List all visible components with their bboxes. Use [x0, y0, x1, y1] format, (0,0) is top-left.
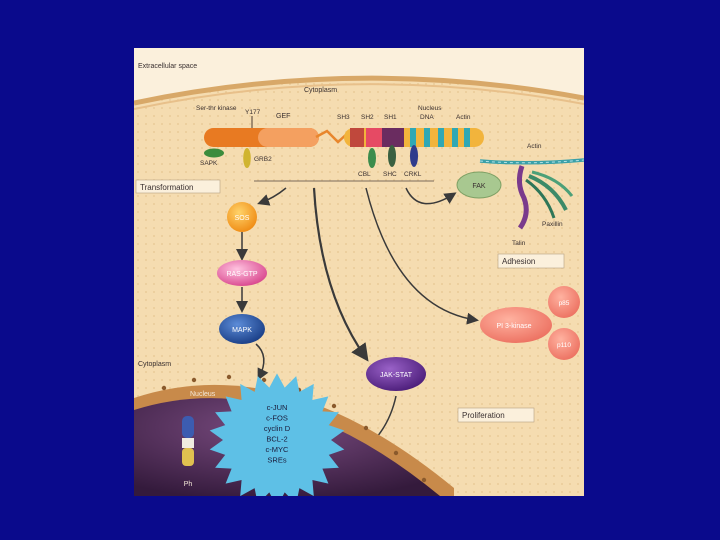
crkl-protein	[410, 145, 418, 167]
nucleus-region-label: Nucleus	[190, 391, 216, 398]
fak-node	[456, 171, 502, 199]
y177-label: Y177	[245, 109, 261, 116]
pi3k-label: PI 3-kinase	[496, 323, 531, 330]
p85-node	[548, 286, 580, 318]
target-gene-label: BCL-2	[266, 435, 287, 444]
adhesion-label: Adhesion	[502, 257, 535, 266]
transformation-label: Transformation	[140, 183, 194, 192]
sh1-label: SH1	[384, 114, 397, 121]
target-genes-starburst	[209, 373, 345, 496]
talin-protein	[516, 165, 529, 230]
ph-chromosome	[182, 416, 194, 466]
gef-label: GEF	[276, 113, 290, 120]
bcr-abl-signaling-figure: Extracellular space Cytoplasm Ser-thr ki…	[134, 48, 584, 496]
paxillin-protein	[525, 170, 574, 219]
cytoplasm-label-top: Cytoplasm	[304, 87, 337, 94]
sos-node	[227, 202, 257, 232]
target-gene-label: SREs	[267, 456, 286, 465]
jak-stat-node	[366, 357, 426, 391]
cbl-label: CBL	[358, 171, 371, 178]
mapk-label: MAPK	[232, 327, 252, 334]
p110-label: p110	[557, 342, 571, 349]
pi3k-complex	[480, 286, 580, 360]
ph-label: Ph	[184, 481, 193, 488]
arrow-to-fak	[405, 187, 457, 205]
sapk-protein	[204, 148, 224, 158]
cbl-protein	[368, 148, 376, 168]
sapk-label: SAPK	[200, 160, 218, 167]
nucleus-domain-label: Nucleus	[418, 105, 442, 112]
grb2-protein	[243, 148, 251, 168]
ser-thr-kinase-label: Ser-thr kinase	[196, 105, 237, 112]
ras-gtp-label: RAS-GTP	[226, 271, 257, 278]
target-gene-label: cyclin D	[264, 424, 291, 433]
sh3-label: SH3	[337, 114, 350, 121]
arrow-mapk-nucleus	[255, 343, 269, 381]
target-gene-label: c-MYC	[266, 445, 289, 454]
crkl-label: CRKL	[404, 171, 422, 178]
mapk-node	[219, 314, 265, 344]
jak-stat-label: JAK-STAT	[380, 372, 413, 379]
arrow-to-pi3k	[365, 187, 479, 325]
target-gene-label: c-JUN	[267, 403, 288, 412]
fak-label: FAK	[472, 183, 486, 190]
extracellular-space-label: Extracellular space	[138, 63, 197, 70]
target-gene-label: c-FOS	[266, 414, 288, 423]
dna-domain-label: DNA	[420, 114, 434, 121]
p110-node	[548, 328, 580, 360]
arrow-to-jak-stat	[312, 187, 369, 362]
bcr-protein	[204, 128, 350, 147]
p85-label: p85	[559, 300, 570, 307]
pi3k-node	[480, 307, 552, 343]
arrow-to-sos	[257, 187, 287, 206]
shc-protein	[388, 145, 396, 167]
shc-label: SHC	[383, 171, 397, 178]
abl-protein	[344, 128, 484, 147]
cell-membrane	[134, 75, 584, 106]
paxillin-label: Paxillin	[542, 221, 563, 228]
actin-filament	[479, 158, 584, 165]
grb2-label: GRB2	[254, 156, 272, 163]
proliferation-label: Proliferation	[462, 411, 505, 420]
actin-domain-label: Actin	[456, 114, 471, 121]
ras-gtp-node	[217, 260, 267, 286]
talin-label: Talin	[512, 240, 526, 247]
actin-filament-label: Actin	[527, 143, 542, 150]
sos-label: SOS	[235, 215, 250, 222]
cytoplasm-label-lower: Cytoplasm	[138, 361, 171, 368]
sh2-label: SH2	[361, 114, 374, 121]
